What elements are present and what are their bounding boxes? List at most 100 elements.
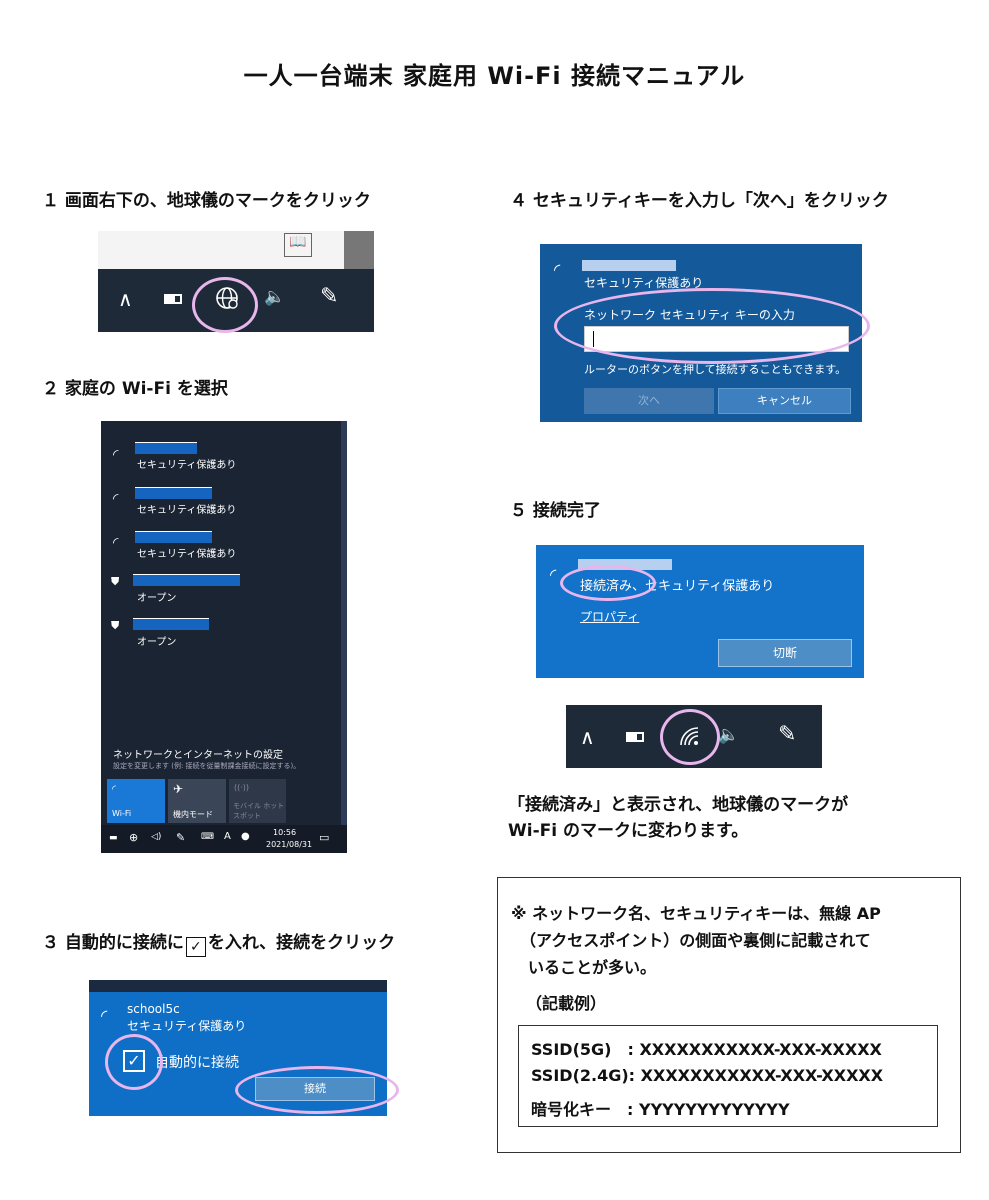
keyboard-icon[interactable]: ⌨ <box>201 832 214 842</box>
example-label: （記載例） <box>526 994 607 1013</box>
network-status: セキュリティ保護あり <box>584 276 704 290</box>
clock-time: 10:56 <box>273 828 297 837</box>
battery-icon[interactable]: ▬ <box>109 833 118 843</box>
step-1-screenshot: 📖 ∧ 🔈 ✎ <box>98 231 374 333</box>
step-3-heading: ３ 自動的に接続に✓を入れ、接続をクリック <box>42 928 395 957</box>
ime-icon[interactable]: A <box>224 831 231 842</box>
router-hint: ルーターのボタンを押して接続することもできます。 <box>584 363 847 376</box>
step-2-heading: ２ 家庭の Wi-Fi を選択 <box>42 379 228 399</box>
chevron-up-icon[interactable]: ∧ <box>118 287 133 311</box>
network-status: オープン <box>137 593 177 604</box>
network-status: セキュリティ保護あり <box>137 460 237 471</box>
clock-icon: ● <box>241 831 250 842</box>
properties-link[interactable]: プロパティ <box>580 610 640 624</box>
step-1-heading: １ 画面右下の、地球儀のマークをクリック <box>42 191 371 211</box>
network-list-panel: ◜ セキュリティ保護あり ◜ セキュリティ保護あり ◜ セキュリティ保護あり ⛊… <box>101 421 347 853</box>
speaker-icon[interactable]: 🔈 <box>264 287 286 307</box>
airplane-icon: ✈ <box>173 782 184 796</box>
pen-icon[interactable]: ✎ <box>778 722 797 747</box>
hotspot-icon: ((·)) <box>234 783 250 792</box>
wifi-icon: ◜ <box>550 565 557 584</box>
network-status: オープン <box>137 637 177 648</box>
scrollbar <box>344 231 374 269</box>
shield-icon: ⛊ <box>111 619 120 632</box>
tile-airplane[interactable]: ✈ 機内モード <box>168 779 226 823</box>
connection-status: 接続済み、セキュリティ保護あり <box>580 579 775 594</box>
list-item[interactable]: ⛊ オープン <box>101 617 341 651</box>
redacted-ssid <box>133 618 209 630</box>
code-value: XXXXXXXXXXX-XXX-XXXXX <box>640 1066 884 1085</box>
wifi-icon: ◜ <box>113 491 119 507</box>
globe-icon[interactable] <box>214 285 240 311</box>
pen-icon[interactable]: ✎ <box>320 284 339 309</box>
code-value: XXXXXXXXXXX-XXX-XXXXX <box>639 1040 882 1059</box>
redacted-ssid <box>133 574 240 586</box>
redacted-ssid <box>582 260 676 271</box>
redacted-ssid <box>135 487 212 499</box>
network-ssid: school5c <box>127 1002 180 1016</box>
auto-connect-checkbox[interactable]: ✓ <box>123 1050 145 1072</box>
page-title: 一人一台端末 家庭用 Wi-Fi 接続マニュアル <box>243 62 746 90</box>
list-item[interactable]: ◜ セキュリティ保護あり <box>101 485 341 519</box>
list-item[interactable]: ◜ セキュリティ保護あり <box>101 529 341 563</box>
wifi-icon: ◜ <box>101 1006 108 1025</box>
reader-icon: 📖 <box>284 233 312 257</box>
step-5-heading: ５ 接続完了 <box>510 501 601 521</box>
panel-edge <box>341 421 347 853</box>
network-status: セキュリティ保護あり <box>127 1019 247 1033</box>
text-cursor <box>593 331 594 347</box>
wifi-icon: ◜ <box>554 260 561 279</box>
taskbar: ∧ 🔈 ✎ <box>98 269 374 332</box>
taskbar: ▬ ⊕ ◁) ✎ ⌨ A ● 10:56 2021/08/31 ▭ <box>101 825 347 853</box>
disconnect-button[interactable]: 切断 <box>718 639 852 667</box>
globe-icon[interactable]: ⊕ <box>129 831 139 844</box>
network-settings-link[interactable]: ネットワークとインターネットの設定 <box>113 750 283 761</box>
code-label: SSID(5G) : <box>531 1040 634 1059</box>
code-label: 暗号化キー : <box>531 1100 634 1119</box>
redacted-ssid <box>135 442 197 454</box>
code-row: SSID(2.4G): XXXXXXXXXXX-XXX-XXXXX <box>531 1066 883 1085</box>
wifi-icon[interactable] <box>678 725 704 749</box>
next-button[interactable]: 次へ <box>584 388 714 414</box>
code-row: 暗号化キー : YYYYYYYYYYYYY <box>531 1096 790 1120</box>
network-status: セキュリティ保護あり <box>137 549 237 560</box>
redacted-ssid <box>135 531 212 543</box>
code-value: YYYYYYYYYYYYY <box>638 1100 790 1119</box>
network-status: セキュリティ保護あり <box>137 505 237 516</box>
clock-date: 2021/08/31 <box>266 840 313 849</box>
taskbar-connected: ∧ 🔈 ✎ <box>566 705 822 768</box>
result-text-line-1: 「接続済み」と表示され、地球儀のマークが <box>508 795 849 815</box>
tile-label: 機内モード <box>173 810 213 819</box>
tile-hotspot[interactable]: ((·)) モバイル ホットスポット <box>229 779 286 823</box>
key-prompt: ネットワーク セキュリティ キーの入力 <box>584 308 795 322</box>
shield-icon: ⛊ <box>111 575 120 588</box>
speaker-icon[interactable]: ◁) <box>151 832 162 842</box>
list-item[interactable]: ⛊ オープン <box>101 573 341 607</box>
security-key-input[interactable] <box>584 326 849 352</box>
cancel-button[interactable]: キャンセル <box>718 388 851 414</box>
wifi-icon: ◜ <box>112 784 116 795</box>
notification-icon[interactable]: ▭ <box>319 831 330 844</box>
battery-icon[interactable] <box>626 732 644 742</box>
note-line-3: いることが多い。 <box>528 958 657 977</box>
step-3-text-a: ３ 自動的に接続に <box>42 933 184 953</box>
step-4-heading: ４ セキュリティキーを入力し「次へ」をクリック <box>510 191 889 211</box>
wifi-icon: ◜ <box>113 535 119 551</box>
panel-top-bar <box>89 980 387 992</box>
code-row: SSID(5G) : XXXXXXXXXXX-XXX-XXXXX <box>531 1036 882 1060</box>
tile-wifi[interactable]: ◜ Wi-Fi <box>107 779 165 823</box>
list-item[interactable]: ◜ セキュリティ保護あり <box>101 441 341 475</box>
pen-icon[interactable]: ✎ <box>176 831 186 844</box>
result-text-line-2: Wi-Fi のマークに変わります。 <box>508 821 749 841</box>
chevron-up-icon[interactable]: ∧ <box>580 725 595 749</box>
tile-label: Wi-Fi <box>112 809 132 818</box>
tile-label: モバイル ホットスポット <box>233 802 285 820</box>
note-line-2: （アクセスポイント）の側面や裏側に記載されて <box>520 931 871 950</box>
speaker-icon[interactable]: 🔈 <box>718 725 740 745</box>
connected-panel: ◜ 接続済み、セキュリティ保護あり プロパティ 切断 <box>536 545 864 678</box>
security-key-panel: ◜ セキュリティ保護あり ネットワーク セキュリティ キーの入力 ルーターのボタ… <box>540 244 870 422</box>
battery-icon[interactable] <box>164 294 182 304</box>
code-label: SSID(2.4G): <box>531 1066 636 1085</box>
connect-button[interactable]: 接続 <box>255 1077 375 1101</box>
code-example-box: SSID(5G) : XXXXXXXXXXX-XXX-XXXXX SSID(2.… <box>518 1025 938 1127</box>
